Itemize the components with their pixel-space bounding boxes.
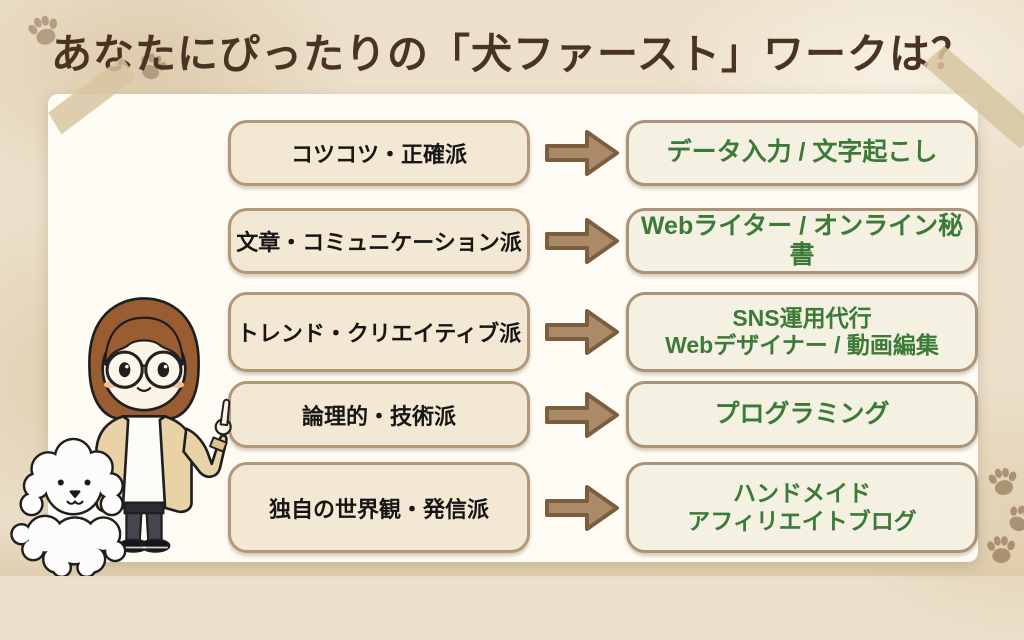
- personality-type-label: 文章・コミュニケーション派: [236, 230, 522, 255]
- personality-row: 独自の世界観・発信派 ハンドメイド アフィリエイトブログ: [228, 462, 978, 553]
- personality-type-label: 独自の世界観・発信派: [268, 496, 489, 522]
- work-type-box: プログラミング: [626, 381, 978, 448]
- personality-type-label: 論理的・技術派: [301, 403, 456, 429]
- arrow-right-icon: [545, 309, 619, 355]
- arrow-right-icon: [545, 218, 619, 264]
- work-type-box: データ入力 / 文字起こし: [626, 120, 978, 186]
- personality-type-label: コツコツ・正確派: [290, 142, 467, 167]
- work-line: ハンドメイド: [733, 480, 871, 507]
- personality-type-box: 文章・コミュニケーション派: [228, 208, 530, 274]
- personality-row: コツコツ・正確派 データ入力 / 文字起こし: [228, 120, 978, 186]
- paw-print-icon: [1004, 504, 1024, 534]
- work-line: プログラミング: [714, 399, 890, 428]
- personality-type-box: トレンド・クリエイティブ派: [228, 292, 530, 372]
- paw-print-icon: [986, 466, 1020, 498]
- woman-illustration: [88, 297, 232, 553]
- personality-type-label: トレンド・クリエイティブ派: [236, 321, 522, 346]
- work-line: SNS運用代行: [732, 304, 872, 331]
- personality-row: 論理的・技術派 プログラミング: [228, 381, 978, 448]
- arrow-right-icon: [545, 484, 619, 531]
- page-title: あなたにぴったりの「犬ファースト」ワークは？: [51, 31, 973, 77]
- work-type-box: Webライター / オンライン秘書: [626, 208, 978, 274]
- personality-row: トレンド・クリエイティブ派 SNS運用代行 Webデザイナー / 動画編集: [228, 292, 978, 372]
- personality-row: 文章・コミュニケーション派 Webライター / オンライン秘書: [228, 208, 978, 274]
- work-type-box: SNS運用代行 Webデザイナー / 動画編集: [626, 292, 978, 372]
- dog-illustration: [10, 437, 127, 576]
- work-line: アフィリエイトブログ: [687, 507, 917, 534]
- work-line: Webデザイナー / 動画編集: [665, 332, 939, 358]
- work-line: データ入力 / 文字起こし: [666, 138, 938, 167]
- personality-type-box: コツコツ・正確派: [228, 120, 530, 186]
- work-type-box: ハンドメイド アフィリエイトブログ: [626, 462, 978, 553]
- personality-type-box: 独自の世界観・発信派: [228, 462, 530, 553]
- arrow-right-icon: [545, 391, 619, 438]
- paw-print-icon: [985, 534, 1018, 565]
- personality-type-box: 論理的・技術派: [228, 381, 530, 448]
- arrow-right-icon: [545, 130, 619, 176]
- work-line: Webライター / オンライン秘書: [640, 211, 964, 270]
